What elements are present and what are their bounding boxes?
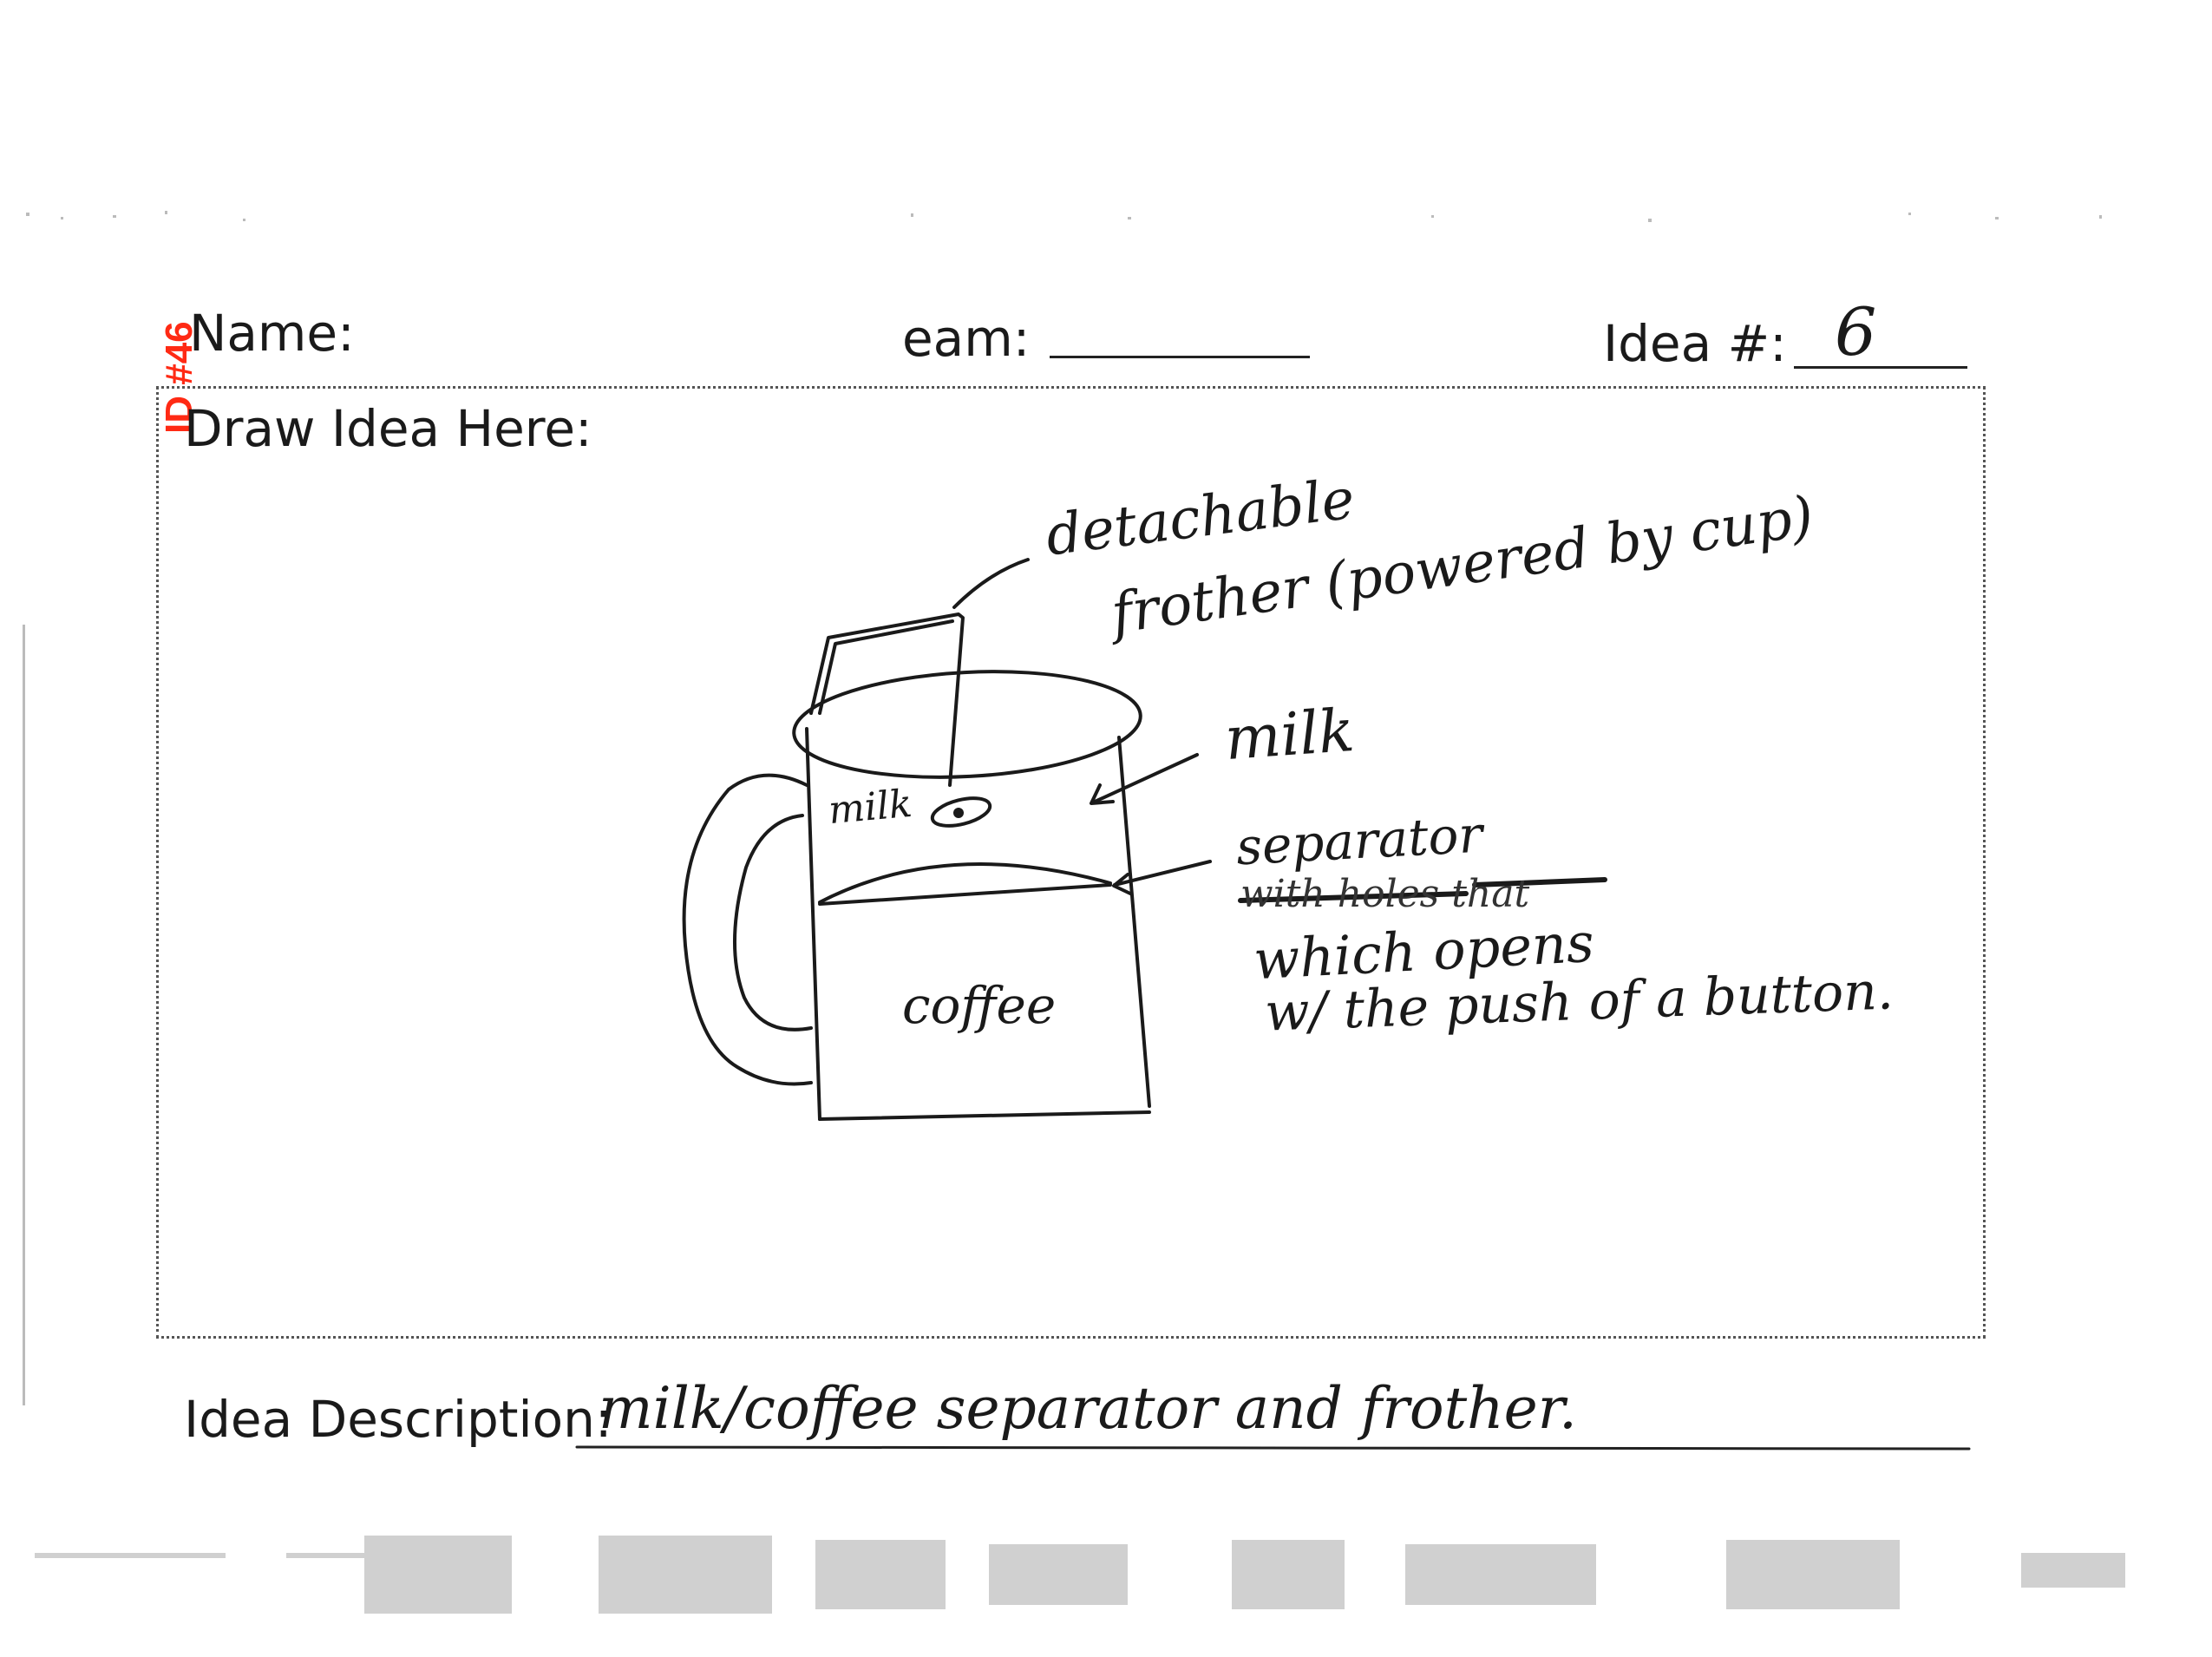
team-field-line xyxy=(1050,356,1310,358)
crossed-out-text: with holes that xyxy=(1240,872,1530,916)
cup-bottom xyxy=(818,1110,1151,1121)
frother-whisk-center xyxy=(953,808,964,818)
idea-number-value: 6 xyxy=(1835,293,1877,370)
strike-through xyxy=(1238,891,1469,903)
milk-note: milk xyxy=(1222,696,1357,775)
frother-whisk xyxy=(930,796,992,828)
cup-rim xyxy=(792,670,1142,779)
team-label: eam: xyxy=(902,309,1031,368)
idea-description-label: Idea Description: xyxy=(184,1390,612,1449)
draw-idea-label: Draw Idea Here: xyxy=(184,399,592,458)
description-underline xyxy=(575,1445,1971,1451)
cup-left-side xyxy=(805,727,821,1121)
milk-in-cup-label: milk xyxy=(826,781,914,834)
idea-number-label: Idea #: xyxy=(1603,314,1787,373)
coffee-level-line xyxy=(818,883,1112,906)
milk-arrow-head xyxy=(1090,783,1115,805)
name-label: Name: xyxy=(189,304,355,363)
frother-leader xyxy=(952,558,1030,609)
drawing-area-frame xyxy=(156,386,1986,1339)
idea-number-field-line xyxy=(1794,366,1967,369)
coffee-in-cup-label: coffee xyxy=(902,976,1057,1035)
frother-handle-stroke-2 xyxy=(818,619,954,715)
idea-description-value: milk/coffee separator and frother. xyxy=(599,1375,1577,1442)
cup-right-side xyxy=(1117,736,1151,1108)
cup-handle-outer xyxy=(682,773,813,1086)
cup-handle-inner xyxy=(732,814,813,1032)
separator-line xyxy=(818,862,1112,904)
milk-leader xyxy=(1091,753,1199,804)
strike-through-2 xyxy=(1472,877,1607,887)
frother-handle-stroke xyxy=(809,612,965,787)
separator-leader xyxy=(1113,860,1212,887)
separator-arrow-head xyxy=(1112,873,1132,895)
